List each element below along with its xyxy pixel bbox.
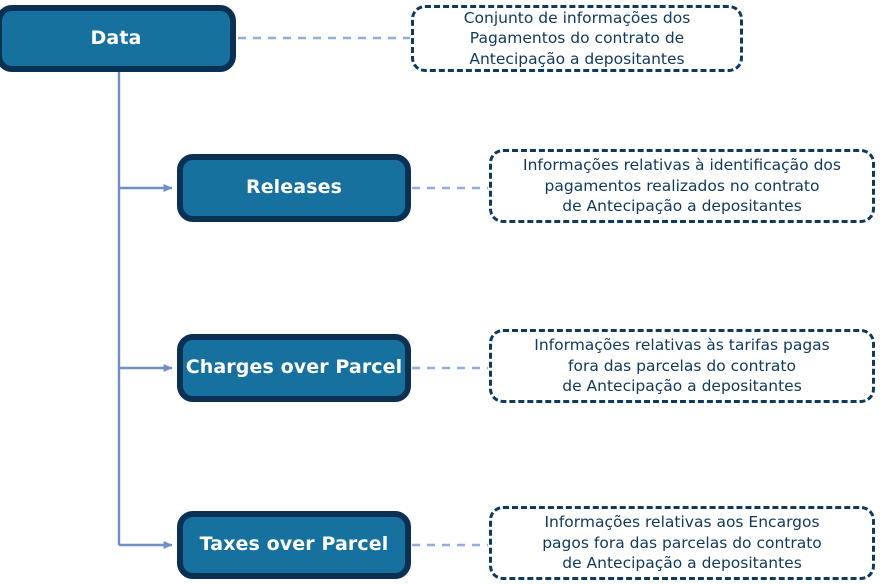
note-releases-text: Informações relativas à identificação do… xyxy=(523,156,841,216)
node-taxes-over-parcel-label: Taxes over Parcel xyxy=(199,533,389,556)
note-charges-over-parcel: Informações relativas às tarifas pagas f… xyxy=(489,329,875,403)
note-data: Conjunto de informações dos Pagamentos d… xyxy=(411,5,743,72)
node-charges-over-parcel[interactable]: Charges over Parcel xyxy=(177,334,411,402)
note-charges-over-parcel-text: Informações relativas às tarifas pagas f… xyxy=(534,336,830,396)
node-charges-over-parcel-label: Charges over Parcel xyxy=(185,356,403,379)
note-taxes-over-parcel: Informações relativas aos Encargos pagos… xyxy=(489,506,875,580)
note-releases: Informações relativas à identificação do… xyxy=(489,149,875,223)
node-releases[interactable]: Releases xyxy=(177,154,411,222)
node-data[interactable]: Data xyxy=(0,5,236,72)
node-releases-label: Releases xyxy=(245,176,343,199)
node-taxes-over-parcel[interactable]: Taxes over Parcel xyxy=(177,511,411,579)
node-data-label: Data xyxy=(90,26,142,49)
note-taxes-over-parcel-text: Informações relativas aos Encargos pagos… xyxy=(542,513,822,573)
note-data-text: Conjunto de informações dos Pagamentos d… xyxy=(463,8,691,68)
